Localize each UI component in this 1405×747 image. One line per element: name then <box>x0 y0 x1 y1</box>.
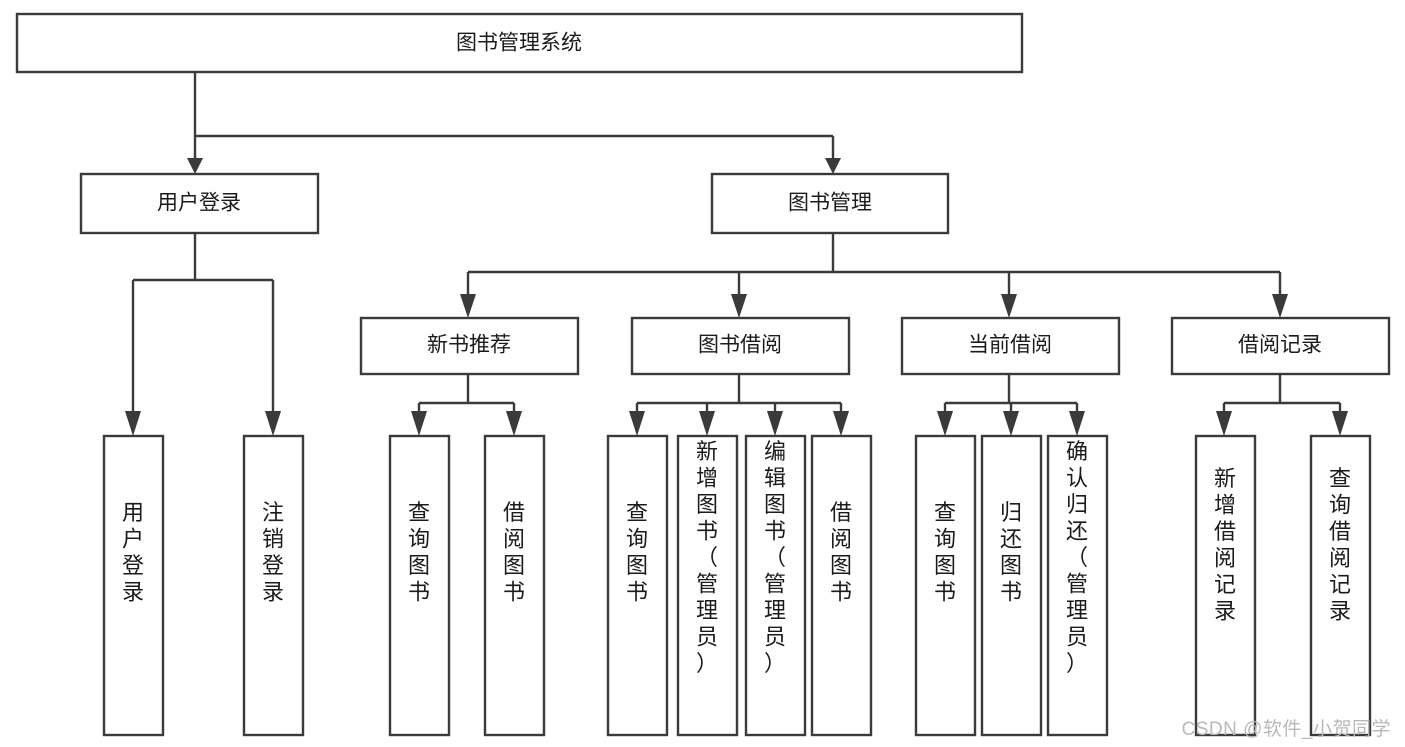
leaf-borrow-add-book-box[interactable] <box>676 434 739 737</box>
leaf-user-login-login-label: 用户登录 <box>122 500 144 605</box>
node-root-label: 图书管理系统 <box>456 32 582 55</box>
arrowhead-cb-leaf-1 <box>937 411 953 436</box>
node-book-management-label: 图书管理 <box>788 192 872 215</box>
leaf-record-query-label: 查询借阅记录 <box>1329 466 1351 624</box>
leaf-user-login-logout-box[interactable] <box>242 434 305 737</box>
leaf-borrow-edit-book-label: 编辑图书（管理员） <box>764 439 786 676</box>
leaf-current-return-book[interactable]: 归还图书 <box>980 434 1043 737</box>
node-user-login-label: 用户登录 <box>157 192 241 215</box>
arrowhead-br-leaf-1 <box>1216 411 1232 436</box>
leaf-user-login-login-box[interactable] <box>102 434 165 737</box>
node-new-book-recommend-label: 新书推荐 <box>427 334 511 357</box>
arrowhead-current-borrow <box>1001 294 1017 318</box>
node-book-management[interactable]: 图书管理 <box>710 172 950 235</box>
leaf-borrow-borrow-book-label: 借阅图书 <box>830 500 852 605</box>
leaf-new-book-query-label: 查询图书 <box>408 500 430 605</box>
leaf-borrow-add-book-label: 新增图书（管理员） <box>696 439 718 676</box>
leaf-current-query-book-box[interactable] <box>914 434 977 737</box>
leaf-current-confirm-return-label: 确认归还（管理员） <box>1066 439 1088 676</box>
node-current-borrow[interactable]: 当前借阅 <box>900 316 1121 376</box>
leaf-new-book-borrow-label: 借阅图书 <box>503 500 525 605</box>
leaf-borrow-query-book[interactable]: 查询图书 <box>606 434 669 737</box>
node-book-borrow-box[interactable] <box>630 316 851 376</box>
node-new-book-recommend-box[interactable] <box>359 316 580 376</box>
node-borrow-record[interactable]: 借阅记录 <box>1170 316 1391 376</box>
arrowhead-cb-leaf-2 <box>1003 411 1019 436</box>
leaf-borrow-edit-book-box[interactable] <box>744 434 807 737</box>
leaf-record-query-box[interactable] <box>1309 434 1372 737</box>
node-root-box[interactable] <box>15 12 1024 74</box>
leaf-user-login-logout[interactable]: 注销登录 <box>242 434 305 737</box>
node-borrow-record-label: 借阅记录 <box>1238 334 1322 357</box>
node-user-login[interactable]: 用户登录 <box>79 172 320 235</box>
node-root[interactable]: 图书管理系统 <box>15 12 1024 74</box>
node-current-borrow-label: 当前借阅 <box>968 334 1052 357</box>
leaf-borrow-edit-book[interactable]: 编辑图书（管理员） <box>744 434 807 737</box>
leaf-new-book-query[interactable]: 查询图书 <box>388 434 451 737</box>
leaf-borrow-borrow-book-box[interactable] <box>810 434 873 737</box>
arrowhead-bb-leaf-1 <box>629 411 645 436</box>
leaf-new-book-query-box[interactable] <box>388 434 451 737</box>
leaf-record-add-label: 新增借阅记录 <box>1214 466 1236 624</box>
arrowhead-book-mgmt <box>825 158 841 174</box>
leaf-user-login-login[interactable]: 用户登录 <box>102 434 165 737</box>
leaf-current-query-book-label: 查询图书 <box>934 500 956 605</box>
leaf-borrow-add-book[interactable]: 新增图书（管理员） <box>676 434 739 737</box>
leaf-current-query-book[interactable]: 查询图书 <box>914 434 977 737</box>
arrowhead-bb-leaf-3 <box>767 411 783 436</box>
arrowhead-nb-leaf-2 <box>506 411 522 436</box>
leaf-current-confirm-return-box[interactable] <box>1046 434 1109 737</box>
leaf-borrow-query-book-label: 查询图书 <box>626 500 648 605</box>
arrowhead-leaf-logout <box>265 411 281 436</box>
node-current-borrow-box[interactable] <box>900 316 1121 376</box>
leaf-record-add[interactable]: 新增借阅记录 <box>1194 434 1257 737</box>
arrowhead-bb-leaf-4 <box>833 411 849 436</box>
connector-layer <box>125 72 1348 436</box>
leaf-new-book-borrow-box[interactable] <box>483 434 546 737</box>
leaf-current-return-book-box[interactable] <box>980 434 1043 737</box>
arrowhead-borrow-record <box>1272 294 1288 318</box>
node-book-borrow-label: 图书借阅 <box>698 334 782 357</box>
node-book-borrow[interactable]: 图书借阅 <box>630 316 851 376</box>
leaf-borrow-query-book-box[interactable] <box>606 434 669 737</box>
arrowhead-leaf-user-login <box>125 411 141 436</box>
leaf-new-book-borrow[interactable]: 借阅图书 <box>483 434 546 737</box>
arrowhead-cb-leaf-3 <box>1069 411 1085 436</box>
node-book-management-box[interactable] <box>710 172 950 235</box>
arrowhead-br-leaf-2 <box>1332 411 1348 436</box>
leaf-user-login-logout-label: 注销登录 <box>262 500 284 605</box>
node-borrow-record-box[interactable] <box>1170 316 1391 376</box>
leaf-record-add-box[interactable] <box>1194 434 1257 737</box>
leaf-record-query[interactable]: 查询借阅记录 <box>1309 434 1372 737</box>
arrowhead-new-book <box>460 294 476 318</box>
arrowhead-bb-leaf-2 <box>699 411 715 436</box>
arrowhead-user-login <box>187 158 203 174</box>
arrowhead-nb-leaf-1 <box>411 411 427 436</box>
leaf-borrow-borrow-book[interactable]: 借阅图书 <box>810 434 873 737</box>
leaf-current-confirm-return[interactable]: 确认归还（管理员） <box>1046 434 1109 737</box>
node-new-book-recommend[interactable]: 新书推荐 <box>359 316 580 376</box>
leaf-current-return-book-label: 归还图书 <box>1000 500 1022 605</box>
node-user-login-box[interactable] <box>79 172 320 235</box>
arrowhead-book-borrow <box>731 294 747 318</box>
